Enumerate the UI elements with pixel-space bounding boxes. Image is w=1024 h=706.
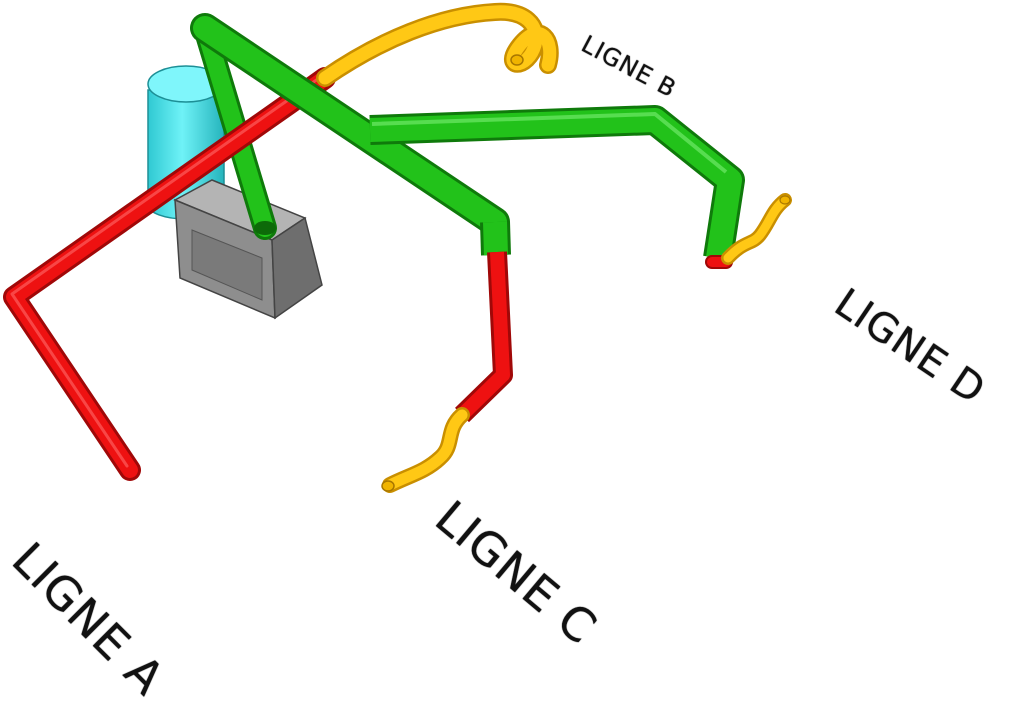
pipe-ligne-c (381, 251, 513, 493)
hose-ligne-b (316, 2, 559, 87)
green-header (190, 13, 745, 261)
pipe-ligne-d (705, 193, 792, 269)
green-riser (193, 16, 277, 240)
piping-diagram (3, 2, 792, 493)
